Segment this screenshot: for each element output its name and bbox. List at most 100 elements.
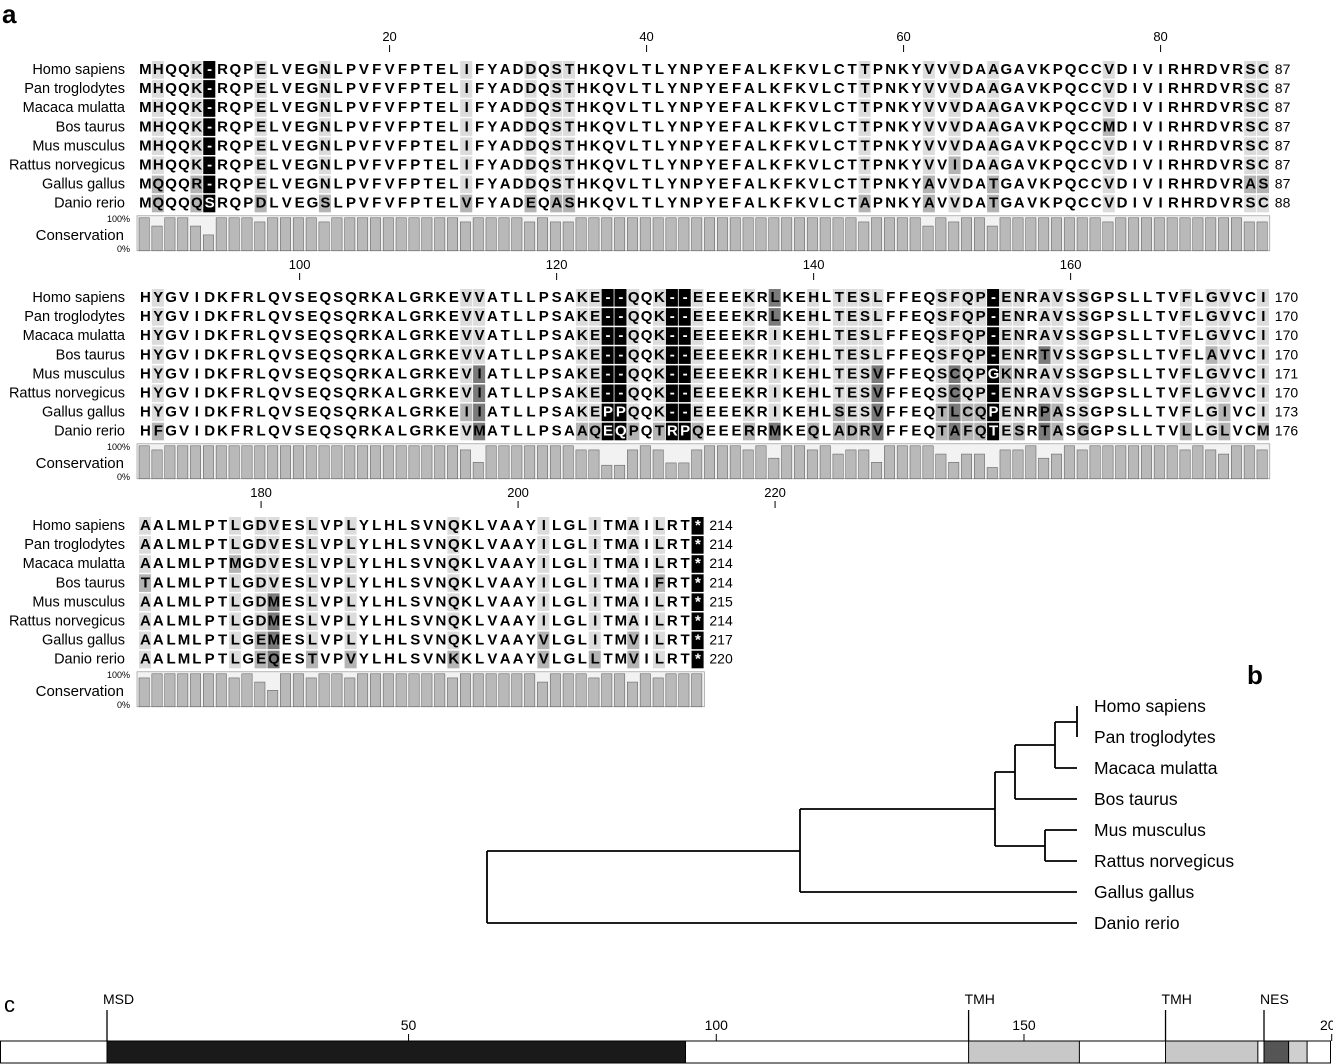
residue-shade bbox=[807, 327, 820, 345]
residue: R bbox=[667, 632, 678, 649]
residue: G bbox=[242, 613, 254, 630]
residue: S bbox=[295, 346, 305, 363]
tree-leaf-label: Homo sapiens bbox=[1094, 696, 1206, 716]
residue: Y bbox=[667, 176, 677, 193]
residue: T bbox=[860, 157, 869, 174]
residue: V bbox=[616, 99, 626, 116]
residue: C bbox=[1078, 157, 1089, 174]
residue: P bbox=[333, 613, 343, 630]
residue: F bbox=[1182, 404, 1191, 421]
residue: N bbox=[680, 80, 691, 97]
residue: T bbox=[424, 118, 433, 135]
residue-shade bbox=[922, 61, 935, 79]
residue-shade bbox=[948, 384, 961, 403]
residue: P bbox=[333, 651, 343, 668]
residue: L bbox=[873, 289, 882, 306]
residue: F bbox=[372, 61, 381, 78]
residue: E bbox=[449, 308, 459, 325]
residue-shade bbox=[537, 593, 550, 611]
residue-shade bbox=[1102, 156, 1115, 175]
residue: Y bbox=[911, 176, 921, 193]
residue: E bbox=[796, 385, 806, 402]
residue: L bbox=[552, 593, 561, 610]
residue: P bbox=[693, 157, 703, 174]
residue: Y bbox=[706, 137, 716, 154]
conservation-bar bbox=[884, 445, 895, 480]
residue-shade bbox=[575, 327, 588, 345]
residue: V bbox=[1027, 118, 1037, 135]
residue: E bbox=[449, 365, 459, 382]
residue-shade bbox=[871, 327, 884, 345]
species-label: Gallus gallus bbox=[42, 405, 125, 421]
residue: R bbox=[1027, 404, 1038, 421]
species-label: Bos taurus bbox=[56, 347, 125, 363]
residue: Y bbox=[487, 61, 497, 78]
residue-shade bbox=[537, 536, 550, 554]
residue: L bbox=[552, 517, 561, 534]
residue: Q bbox=[538, 137, 550, 154]
residue: F bbox=[231, 308, 240, 325]
conservation-bar bbox=[1076, 217, 1088, 252]
residue-shade bbox=[1256, 156, 1269, 175]
residue: A bbox=[564, 308, 575, 325]
residue: I bbox=[195, 289, 199, 306]
tree-leaf-label: Danio rerio bbox=[1094, 913, 1180, 933]
residue: - bbox=[683, 289, 688, 306]
residue: V bbox=[179, 423, 189, 440]
residue: V bbox=[1104, 137, 1114, 154]
residue: P bbox=[1104, 289, 1114, 306]
residue: Q bbox=[1065, 61, 1077, 78]
residue: K bbox=[371, 327, 382, 344]
residue: L bbox=[822, 61, 831, 78]
residue: Q bbox=[641, 404, 653, 421]
residue: T bbox=[565, 80, 574, 97]
residue: L bbox=[449, 176, 458, 193]
residue: C bbox=[1258, 61, 1269, 78]
residue-shade bbox=[460, 403, 473, 422]
residue: S bbox=[1066, 404, 1076, 421]
residue: * bbox=[695, 593, 701, 610]
ruler-label: 120 bbox=[546, 257, 568, 272]
residue: A bbox=[975, 99, 986, 116]
residue: G bbox=[165, 308, 177, 325]
residue-shade bbox=[139, 574, 152, 592]
conservation-bar bbox=[1128, 217, 1140, 252]
residue: Y bbox=[667, 61, 677, 78]
residue: R bbox=[1194, 137, 1205, 154]
residue: V bbox=[359, 61, 369, 78]
residue: P bbox=[539, 308, 549, 325]
residue: R bbox=[217, 80, 228, 97]
residue-shade bbox=[858, 118, 871, 136]
residue: L bbox=[269, 80, 278, 97]
residue: P bbox=[1053, 157, 1063, 174]
residue: V bbox=[1220, 195, 1230, 212]
conservation-bar bbox=[1231, 217, 1242, 252]
residue: P bbox=[1104, 308, 1114, 325]
residue: K bbox=[590, 99, 601, 116]
residue: I bbox=[1133, 61, 1137, 78]
residue: F bbox=[372, 176, 381, 193]
residue: T bbox=[848, 118, 857, 135]
residue: L bbox=[192, 593, 201, 610]
residue: A bbox=[564, 346, 575, 363]
residue-shade bbox=[948, 327, 961, 345]
residue: V bbox=[1104, 61, 1114, 78]
residue: Q bbox=[319, 404, 331, 421]
residue: D bbox=[1207, 99, 1218, 116]
residue: S bbox=[937, 365, 947, 382]
conservation-bar bbox=[318, 673, 330, 708]
residue-shade bbox=[832, 346, 845, 364]
residue: L bbox=[192, 555, 201, 572]
residue: G bbox=[307, 99, 319, 116]
residue: A bbox=[487, 346, 498, 363]
residue: M bbox=[139, 137, 152, 154]
residue: Q bbox=[538, 61, 550, 78]
residue: A bbox=[628, 593, 639, 610]
ruler-label: 20 bbox=[382, 29, 396, 44]
residue: V bbox=[1220, 308, 1230, 325]
residue: E bbox=[436, 99, 446, 116]
residue: S bbox=[1117, 308, 1127, 325]
residue: A bbox=[564, 404, 575, 421]
residue: E bbox=[295, 80, 305, 97]
residue: S bbox=[410, 632, 420, 649]
